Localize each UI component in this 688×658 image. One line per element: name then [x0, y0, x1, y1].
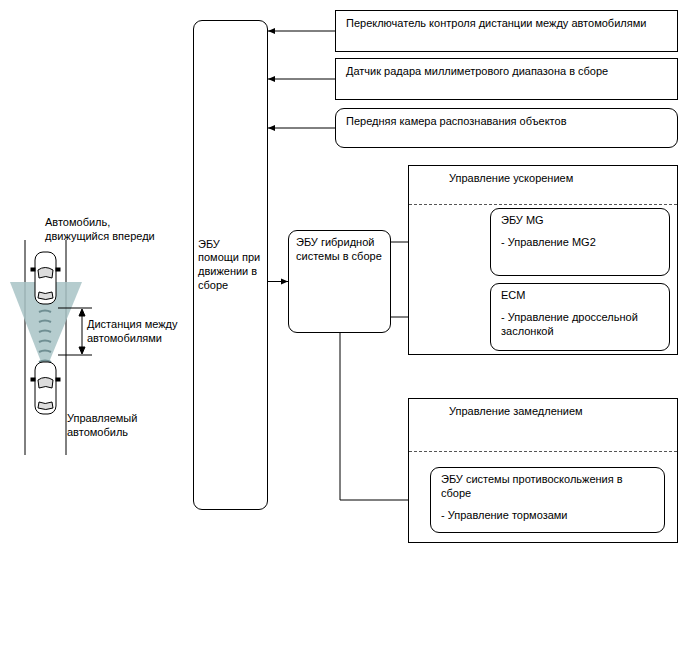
vehicle-label: Управляемый автомобиль [67, 412, 167, 440]
node-title: Переключатель контроля дистанции между а… [346, 17, 667, 31]
ecu-box: ЭБУ системы противоскольжения в сборе - У… [430, 467, 665, 533]
own-car [31, 362, 60, 414]
vehicle-label: Автомобиль, движущийся впереди [45, 216, 165, 244]
connector-arrow [268, 128, 335, 129]
road-edge [66, 240, 67, 455]
radar-waves [39, 311, 51, 363]
divider-line [409, 451, 677, 452]
radar-cone [10, 282, 82, 372]
dimension-line [58, 308, 92, 355]
node-title: Управление ускорением [449, 172, 667, 186]
node-title: ЭБУ гибридной системы в сборе [296, 236, 383, 264]
ecu-box: ЭБУ гибридной системы в сборе [288, 230, 391, 333]
ecu-box: ECM - Управление дроссельной заслонкой [490, 283, 670, 351]
node-title: ECM [501, 289, 659, 303]
connector-arrow [268, 31, 335, 32]
input-box: Датчик радара миллиметрового диапазона в… [335, 58, 678, 100]
ecu-box: ЭБУ помощи при движении в сборе [193, 20, 268, 510]
node-title: ЭБУ системы противоскольжения в сборе [441, 473, 654, 501]
node-title: ЭБУ помощи при движении в сборе [198, 238, 263, 293]
group-box: Управление замедлениемЭБУ системы против… [408, 398, 678, 543]
ecu-box: ЭБУ MG - Управление MG2 [490, 208, 670, 276]
input-box: Переключатель контроля дистанции между а… [335, 10, 678, 52]
node-title: Управление замедлением [449, 405, 667, 419]
node-title: Датчик радара миллиметрового диапазона в… [346, 65, 667, 79]
node-body: - Управление тормозами [441, 509, 654, 523]
node-body: - Управление дроссельной заслонкой [501, 311, 659, 339]
node-title: Передняя камера распознавания объектов [346, 115, 667, 129]
road-edge [25, 240, 26, 455]
node-body: - Управление MG2 [501, 236, 659, 250]
connector-arrow [268, 281, 288, 282]
node-title: ЭБУ MG [501, 214, 659, 228]
connector-arrow [268, 79, 335, 80]
group-box: Управление ускорениемЭБУ MG - Управление … [408, 165, 678, 355]
divider-line [409, 204, 677, 205]
dimension-label: Дистанция между автомобилями [87, 318, 187, 346]
front-car [31, 252, 60, 304]
input-box: Передняя камера распознавания объектов [335, 108, 678, 148]
